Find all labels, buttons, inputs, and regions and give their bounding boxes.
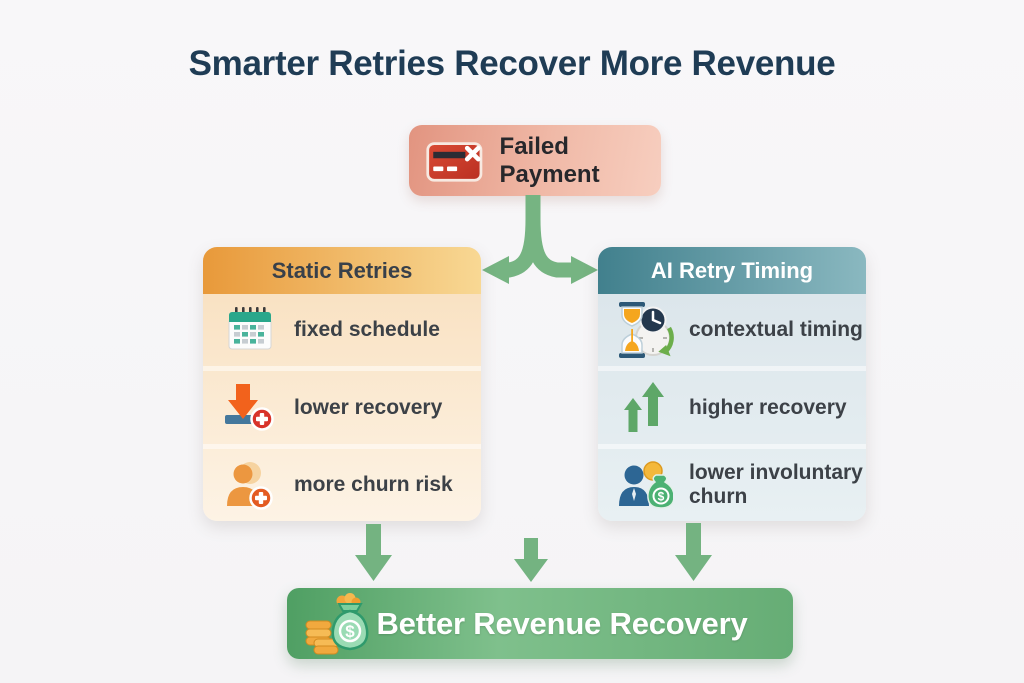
better-revenue-recovery-box: $ Better Revenue Recovery <box>287 588 793 659</box>
failed-payment-box: Failed Payment <box>409 125 661 196</box>
static-row-churn-risk: more churn risk <box>203 443 481 521</box>
calendar-icon <box>221 307 279 353</box>
branch-arrowhead-right <box>571 256 598 284</box>
down-arrow-badge-icon <box>221 382 279 432</box>
static-retries-header: Static Retries <box>203 247 481 294</box>
page-title: Smarter Retries Recover More Revenue <box>188 44 836 83</box>
row-label: higher recovery <box>689 395 847 419</box>
ai-retry-timing-body: contextual timing higher recovery <box>598 294 866 521</box>
row-label: lower recovery <box>294 395 443 419</box>
down-arrow-middle <box>514 538 548 582</box>
branch-arrowhead-left <box>482 256 509 284</box>
money-bag-coins-icon: $ <box>305 592 369 654</box>
credit-card-declined-icon <box>426 141 483 182</box>
svg-text:$: $ <box>658 489 665 503</box>
down-arrow-left <box>355 524 392 581</box>
down-arrow-right <box>675 523 712 581</box>
row-label: fixed schedule <box>294 318 440 342</box>
person-money-icon: $ <box>616 460 674 510</box>
ai-row-higher-recovery: higher recovery <box>598 366 866 443</box>
static-retries-panel: Static Retries <box>203 247 481 521</box>
ai-row-lower-involuntary-churn: $ lower involuntary churn <box>598 443 866 521</box>
static-row-fixed-schedule: fixed schedule <box>203 294 481 366</box>
row-label: contextual timing <box>689 318 863 342</box>
failed-payment-label: Failed Payment <box>499 132 600 188</box>
person-churn-icon <box>221 460 279 510</box>
money-bag: $ <box>331 592 369 650</box>
ai-row-contextual-timing: contextual timing <box>598 294 866 366</box>
static-row-lower-recovery: lower recovery <box>203 366 481 443</box>
svg-text:$: $ <box>345 622 355 641</box>
better-revenue-recovery-label: Better Revenue Recovery <box>376 605 748 641</box>
ai-retry-timing-header: AI Retry Timing <box>598 247 866 294</box>
coin-stack <box>305 620 339 654</box>
row-label: more churn risk <box>294 473 453 497</box>
hourglass-clock-icon <box>616 302 674 359</box>
ai-retry-timing-panel: AI Retry Timing <box>598 247 866 521</box>
up-arrows-icon <box>616 380 674 434</box>
branch-arrow <box>482 195 598 284</box>
row-label: lower involuntary churn <box>689 461 863 508</box>
static-retries-body: fixed schedule lower recovery <box>203 294 481 521</box>
